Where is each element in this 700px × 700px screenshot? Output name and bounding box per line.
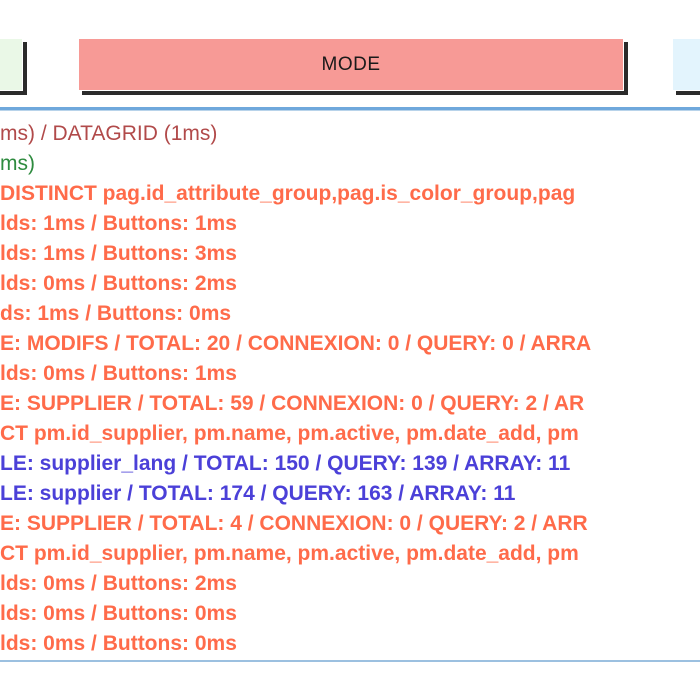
log-line: E: MODIFS / TOTAL: 20 / CONNEXION: 0 / Q… — [0, 332, 592, 355]
top-spacer — [0, 0, 700, 30]
log-line: LE: supplier / TOTAL: 174 / QUERY: 163 /… — [0, 482, 516, 505]
log-line: lds: 0ms / Buttons: 2ms — [0, 572, 237, 595]
log-bottom-rule — [0, 660, 700, 662]
tab-left-green[interactable] — [0, 38, 23, 91]
tab-bar: MODE — [0, 30, 700, 108]
log-output-region[interactable]: ms) / DATAGRID (1ms) ms) DISTINCT pag.id_… — [0, 112, 700, 660]
tab-mode[interactable]: MODE — [78, 38, 624, 91]
bottom-spacer — [0, 662, 700, 700]
log-line: E: SUPPLIER / TOTAL: 59 / CONNEXION: 0 /… — [0, 392, 585, 415]
log-line: lds: 1ms / Buttons: 3ms — [0, 242, 237, 265]
log-line: lds: 0ms / Buttons: 0ms — [0, 602, 237, 625]
log-line: lds: 0ms / Buttons: 0ms — [0, 632, 237, 655]
log-line: ms) — [0, 152, 35, 175]
tabbar-bottom-rule — [0, 107, 700, 110]
log-line: lds: 0ms / Buttons: 1ms — [0, 362, 237, 385]
log-line: DISTINCT pag.id_attribute_group,pag.is_c… — [0, 182, 576, 205]
log-line: lds: 0ms / Buttons: 2ms — [0, 272, 237, 295]
log-line: CT pm.id_supplier, pm.name, pm.active, p… — [0, 422, 579, 445]
log-line: E: SUPPLIER / TOTAL: 4 / CONNEXION: 0 / … — [0, 512, 588, 535]
tab-right-blue[interactable] — [672, 38, 700, 91]
log-line: CT pm.id_supplier, pm.name, pm.active, p… — [0, 542, 579, 565]
log-line: lds: 1ms / Buttons: 1ms — [0, 212, 237, 235]
log-line: LE: supplier_lang / TOTAL: 150 / QUERY: … — [0, 452, 571, 475]
tabbar-bottom-rule-thin — [0, 110, 700, 111]
log-line: ds: 1ms / Buttons: 0ms — [0, 302, 232, 325]
log-line: ms) / DATAGRID (1ms) — [0, 122, 218, 145]
tab-mode-label: MODE — [321, 53, 381, 75]
